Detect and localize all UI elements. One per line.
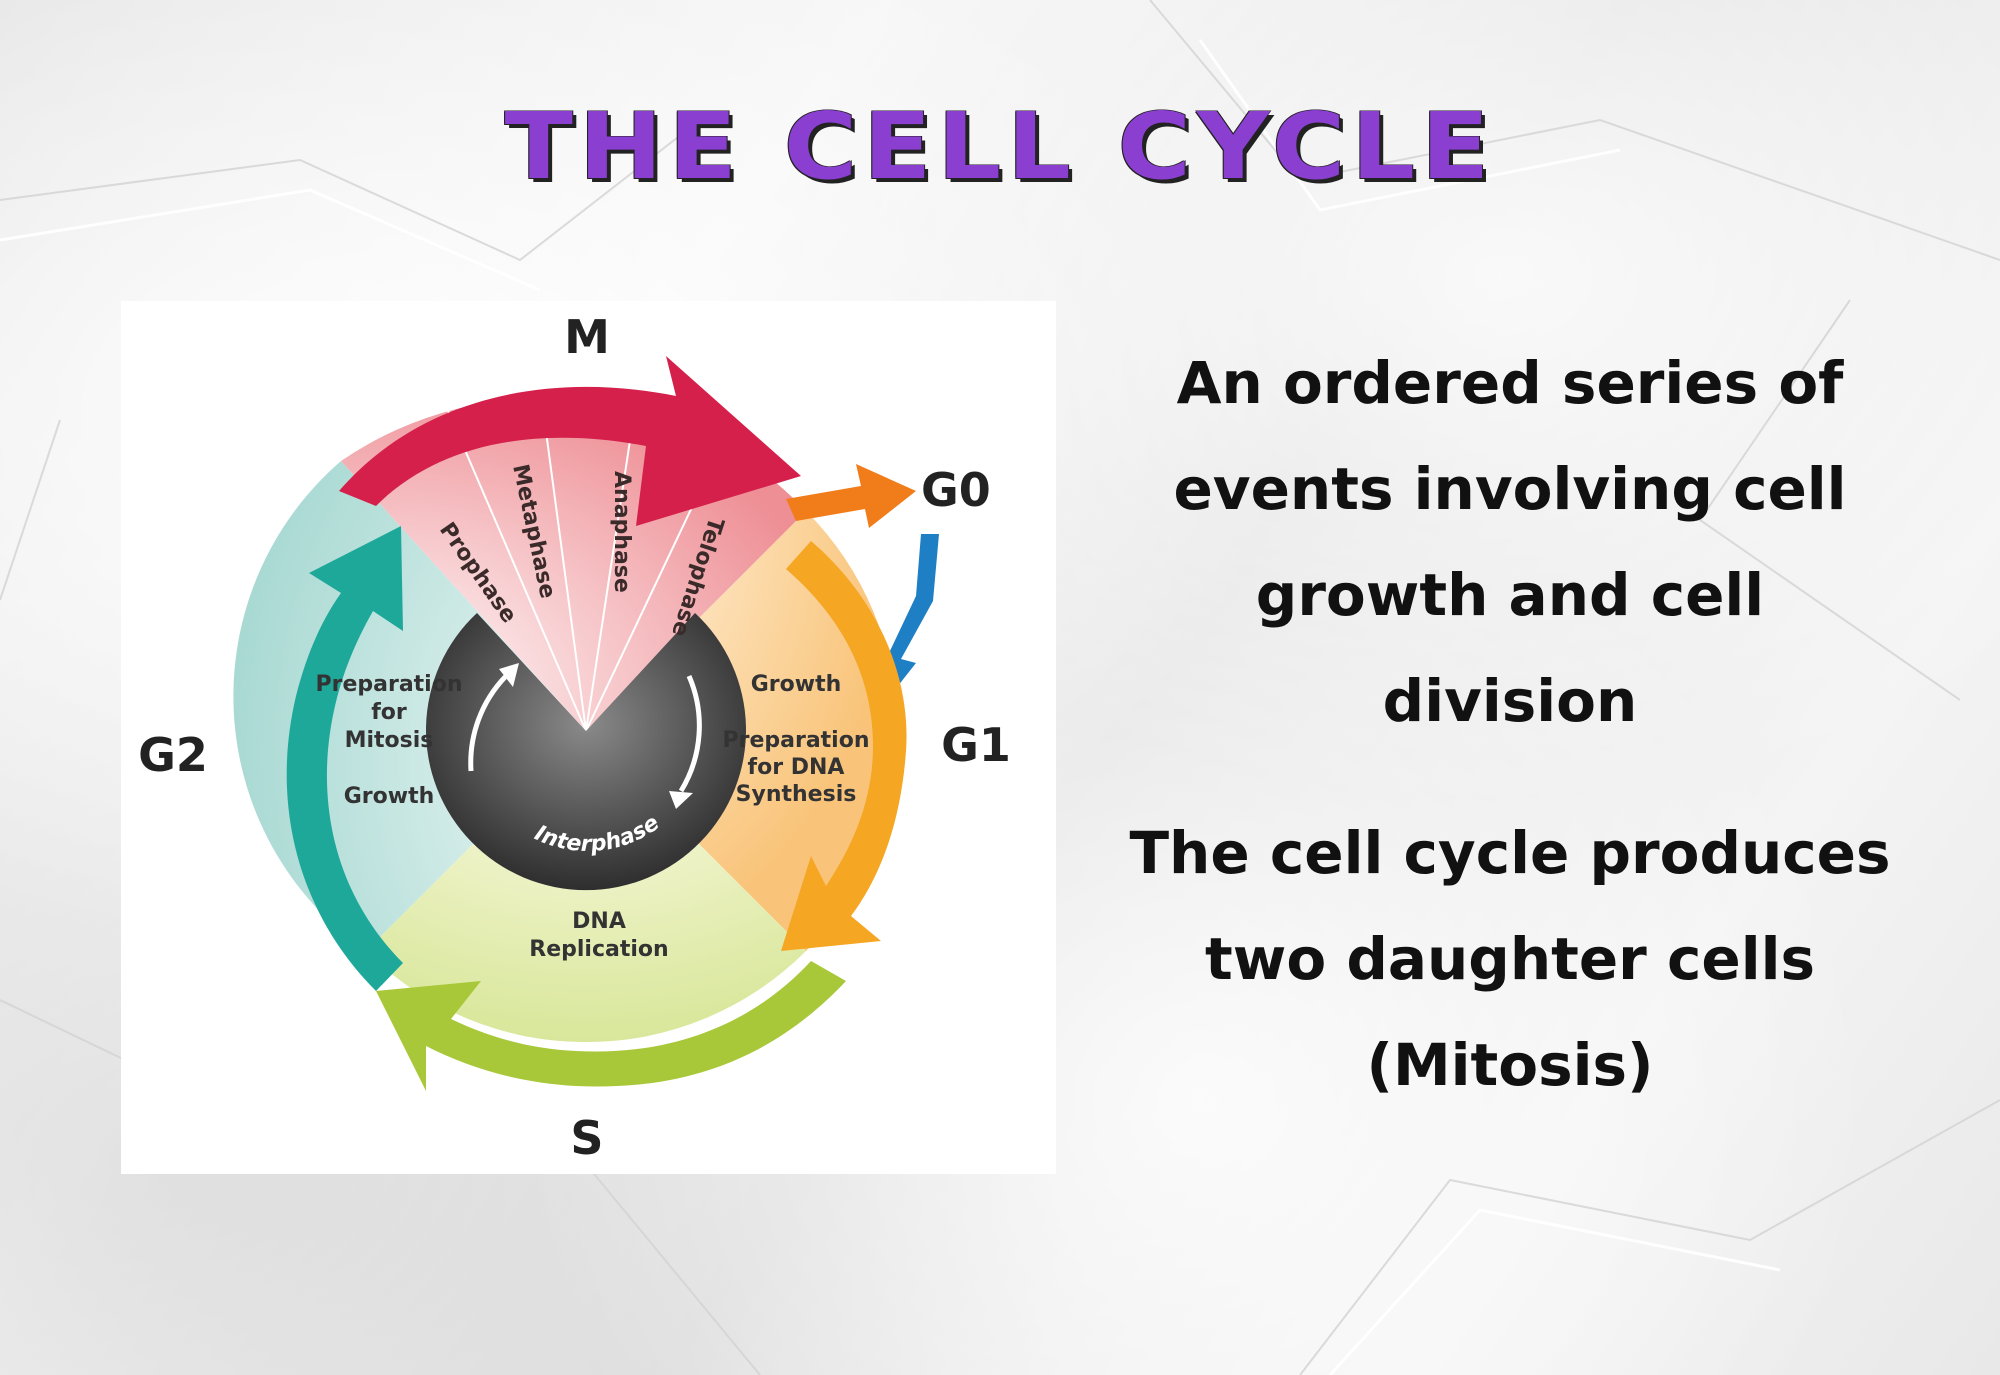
g1-arrow <box>781 541 907 951</box>
phase-label-g1: G1 <box>941 718 1011 772</box>
stage-anaphase: Anaphase <box>609 471 634 593</box>
description-block-1: An ordered series of events involving ce… <box>1090 330 1930 754</box>
phase-label-g2: G2 <box>138 728 208 782</box>
s-text-dna: DNA <box>572 909 626 934</box>
phase-label-m: M <box>564 310 610 364</box>
description-2-line-3: (Mitosis) <box>1366 1031 1654 1099</box>
description-1-line-1: An ordered series of <box>1176 349 1844 417</box>
description-2-line-2: two daughter cells <box>1205 925 1815 993</box>
interphase-core <box>425 613 746 891</box>
g1-text-synthesis: Synthesis <box>736 782 857 807</box>
description-block-2: The cell cycle produces two daughter cel… <box>1090 800 1930 1118</box>
g2-text-growth: Growth <box>344 784 435 809</box>
cell-cycle-svg: M G0 G1 S G2 Prophase Metaphase Anaphase… <box>138 310 1011 1165</box>
interphase-left-arrow <box>468 674 508 772</box>
cell-cycle-diagram: M G0 G1 S G2 Prophase Metaphase Anaphase… <box>121 301 1056 1174</box>
description-1-line-2: events involving cell <box>1173 455 1847 523</box>
g2-text-preparation: Preparation <box>315 672 462 697</box>
m-arrow <box>339 356 801 526</box>
g2-arrow <box>286 526 403 991</box>
g2-text-mitosis: Mitosis <box>345 728 434 753</box>
g1-text-preparation: Preparation <box>722 728 869 753</box>
g0-arrow <box>786 464 916 528</box>
g1-text-for-dna: for DNA <box>748 755 845 780</box>
phase-label-g0: G0 <box>921 463 991 517</box>
interphase-right-arrow <box>678 675 702 793</box>
description-1-line-3: growth and cell <box>1255 561 1765 629</box>
s-arrow <box>376 961 846 1091</box>
g1-text-growth: Growth <box>751 672 842 697</box>
description-2-line-1: The cell cycle produces <box>1129 819 1891 887</box>
s-text-replication: Replication <box>529 937 668 962</box>
description-1-line-4: division <box>1382 667 1638 735</box>
g2-text-for: for <box>371 700 407 725</box>
phase-label-s: S <box>570 1111 603 1165</box>
page-title: THE CELL CYCLE <box>504 92 1496 201</box>
g0-label-text: G0 <box>921 463 991 517</box>
